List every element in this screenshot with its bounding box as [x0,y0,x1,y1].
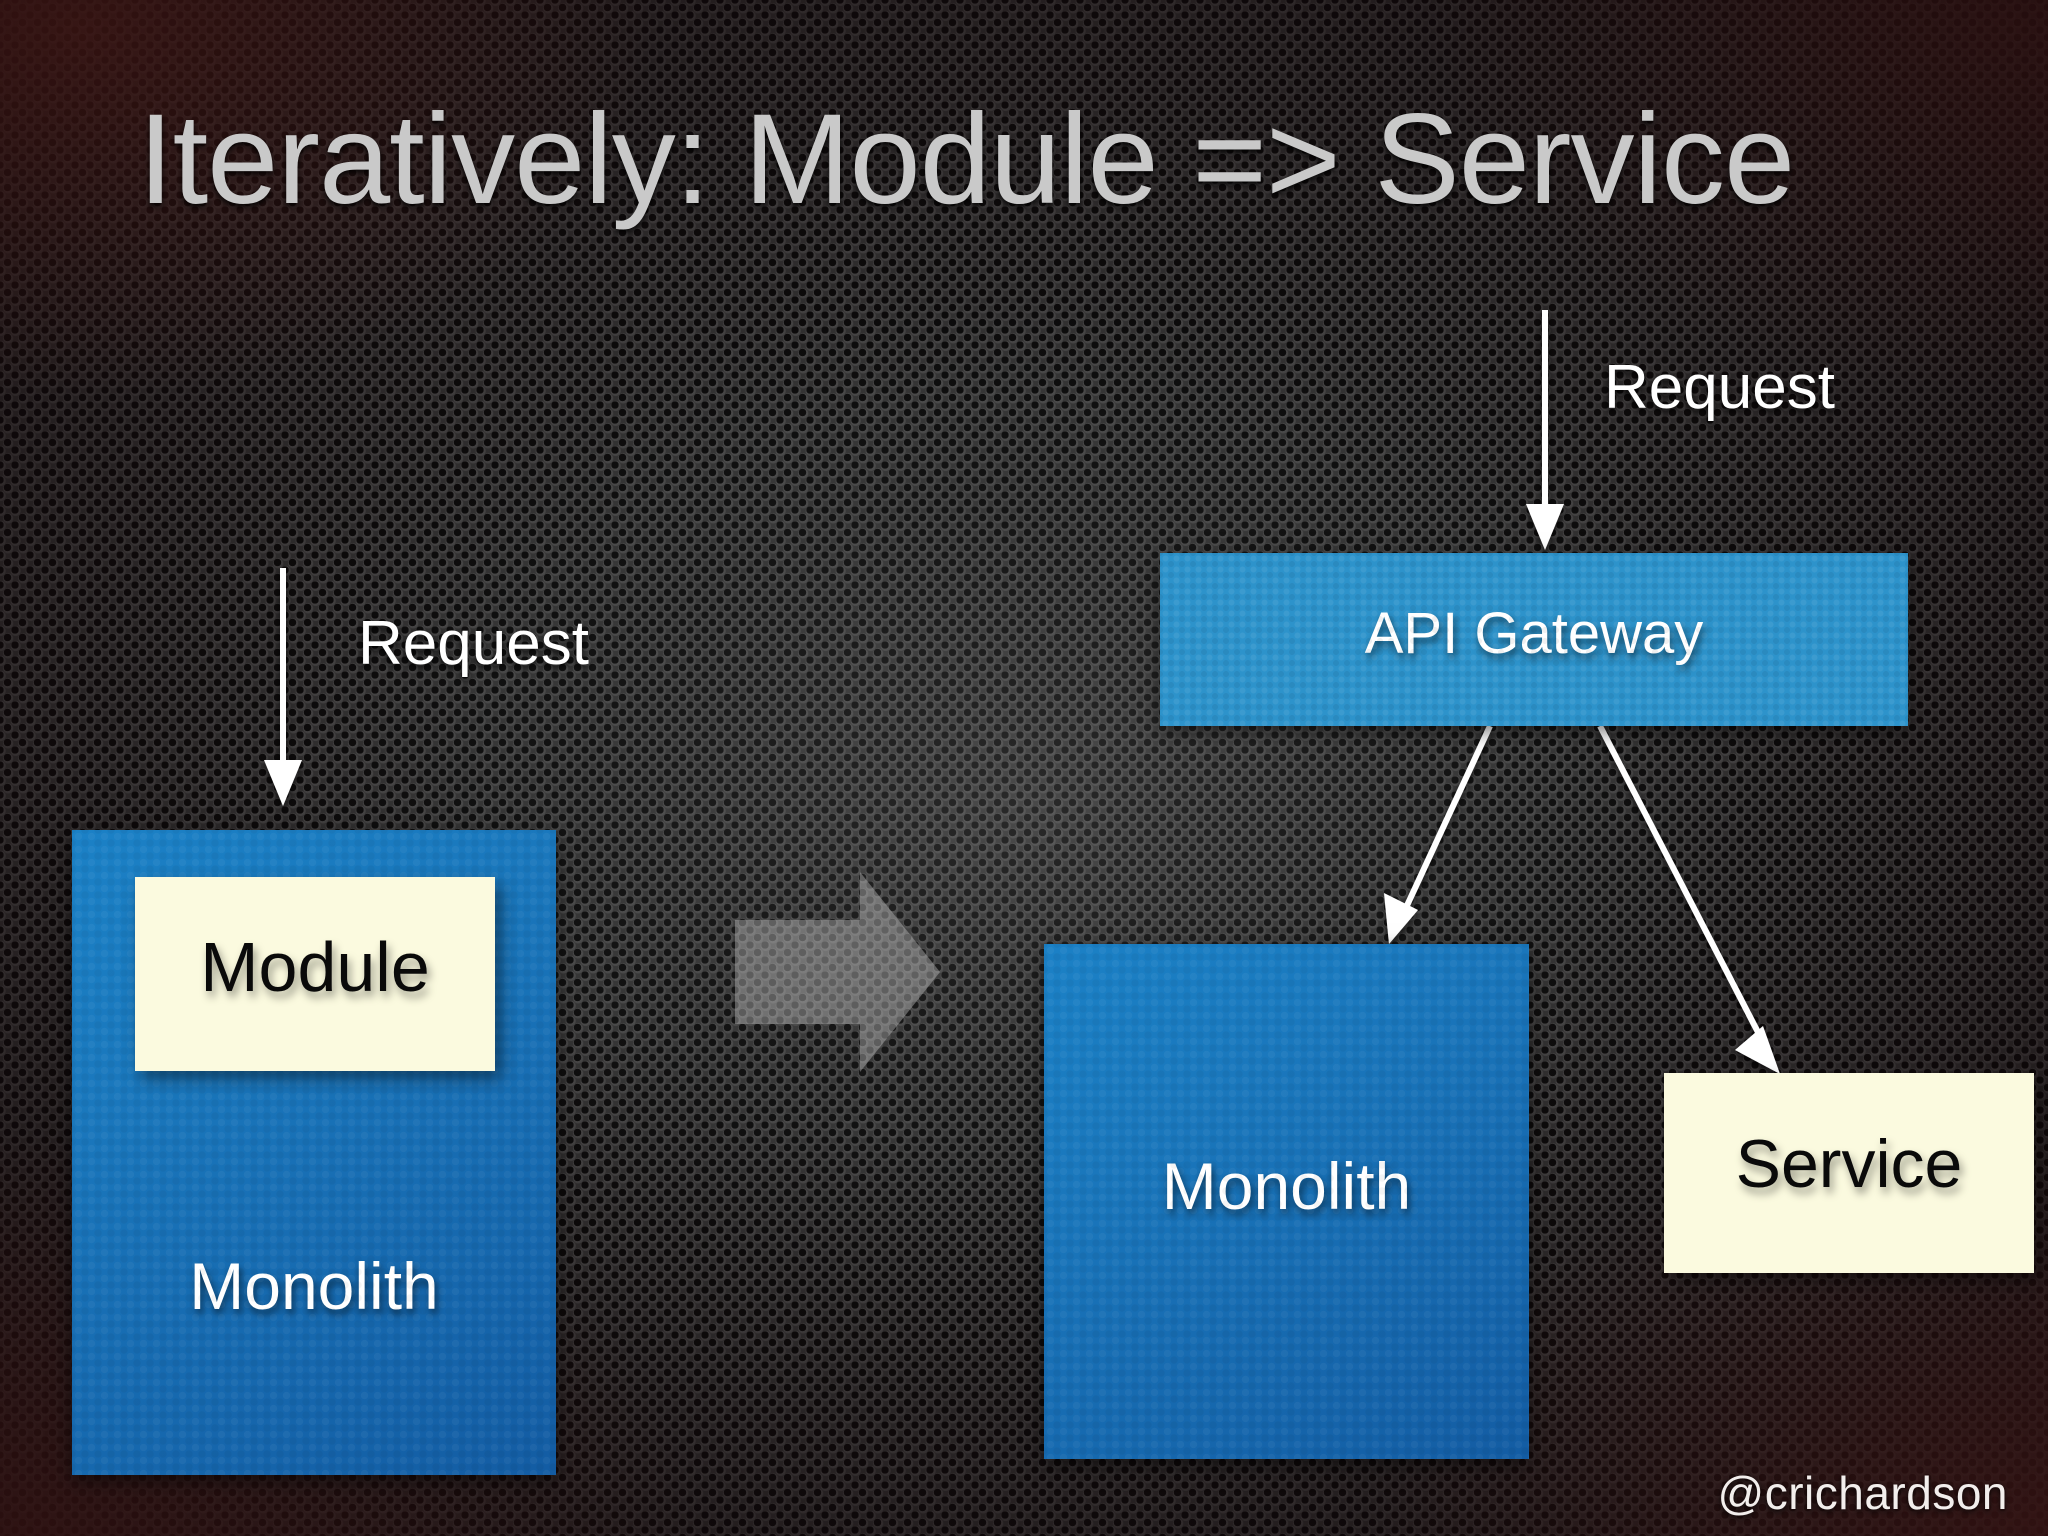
monolith-label-after: Monolith [1161,1149,1412,1223]
monolith-label-before: Monolith [189,1249,439,1323]
module-label: Module [200,928,430,1006]
author-handle: @crichardson [1717,1467,2008,1519]
service-box: Service [1664,1073,2034,1273]
request-label-right: Request [1604,353,1835,422]
request-label-left: Request [358,609,589,678]
service-label: Service [1735,1126,1963,1202]
module-box: Module [135,877,495,1071]
page-title: Iteratively: Module => Service [138,88,1795,231]
monolith-box-after: Monolith [1044,944,1529,1459]
api-gateway-label: API Gateway [1364,601,1704,666]
api-gateway-box: API Gateway [1160,553,1908,726]
